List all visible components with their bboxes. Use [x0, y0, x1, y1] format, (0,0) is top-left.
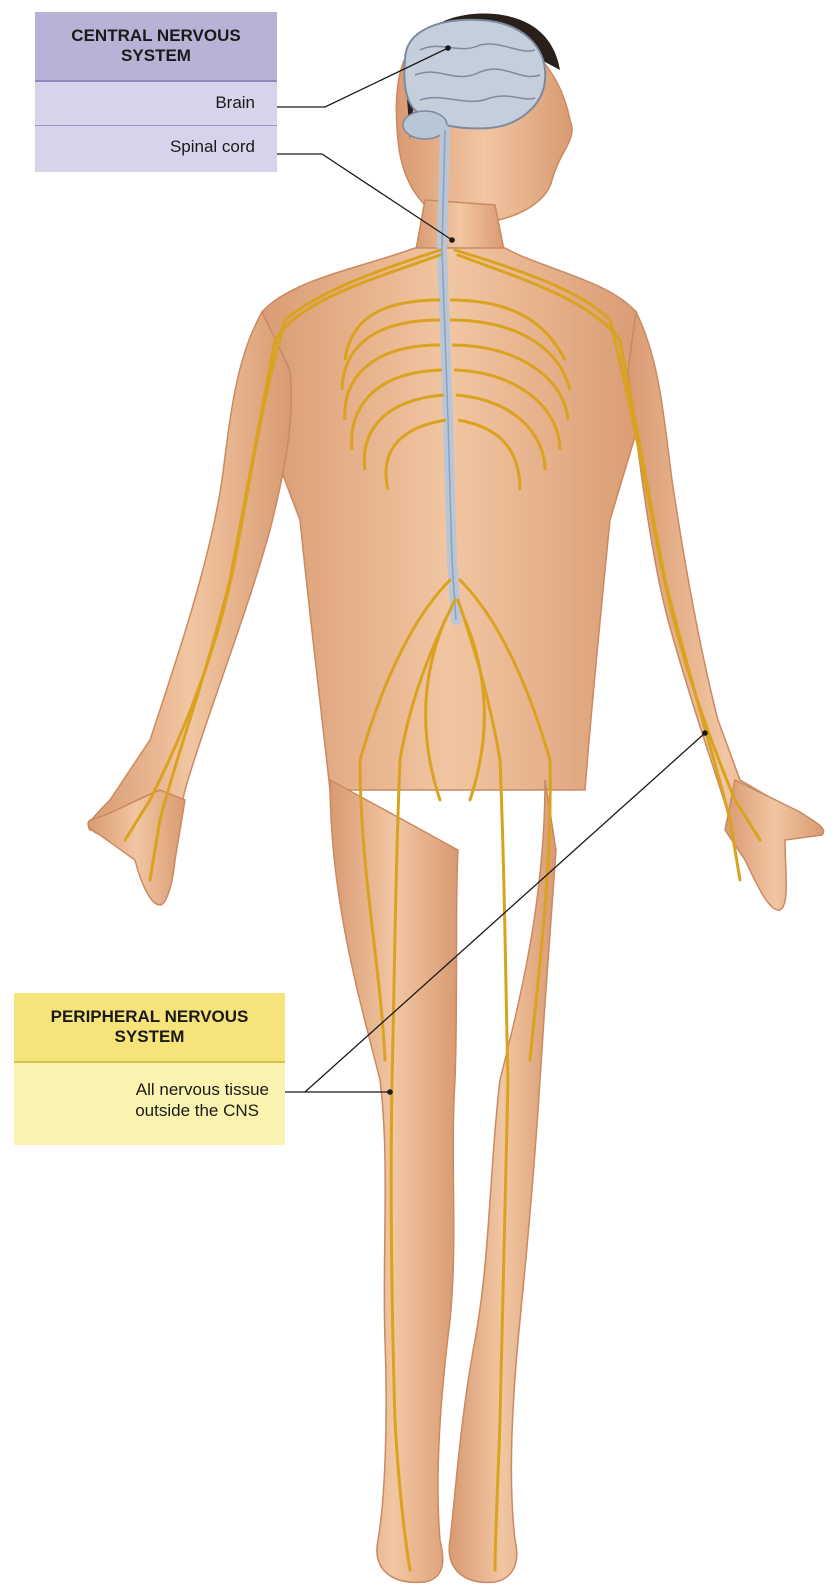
- pns-description-line-1: All nervous tissue: [14, 1079, 269, 1100]
- cns-title: CENTRAL NERVOUS SYSTEM: [35, 12, 277, 82]
- pns-title: PERIPHERAL NERVOUS SYSTEM: [14, 993, 285, 1063]
- brain-label: Brain: [35, 82, 277, 126]
- cns-label-panel: CENTRAL NERVOUS SYSTEM Brain Spinal cord: [35, 12, 277, 172]
- pns-description-line-2: outside the CNS: [14, 1100, 269, 1121]
- pns-description: All nervous tissue outside the CNS: [14, 1063, 285, 1145]
- spinal-cord-label: Spinal cord: [35, 126, 277, 172]
- pns-label-panel: PERIPHERAL NERVOUS SYSTEM All nervous ti…: [14, 993, 285, 1145]
- body-silhouette: [88, 25, 823, 1582]
